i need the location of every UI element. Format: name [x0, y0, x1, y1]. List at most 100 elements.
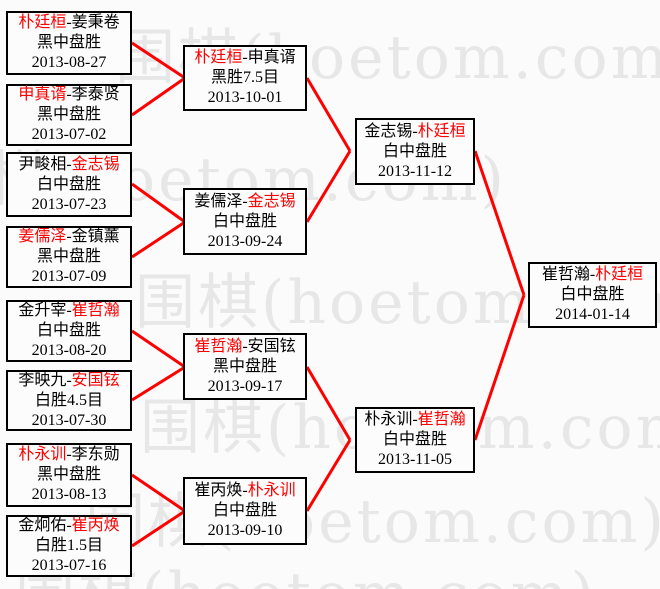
player-2: 崔哲瀚	[71, 302, 120, 319]
match-result: 白中盘胜	[382, 142, 447, 160]
player-2: 朴廷桓	[595, 266, 644, 283]
connector-line	[305, 150, 352, 223]
player-2: 崔哲瀚	[417, 411, 466, 428]
players-separator: -	[412, 122, 418, 140]
player-2: 安国铉	[247, 337, 296, 355]
match-result: 白中盘胜	[36, 175, 101, 193]
match-date: 2013-08-13	[31, 486, 107, 503]
players-separator: -	[66, 86, 72, 103]
players-line: 金志锡-朴廷桓	[357, 122, 473, 142]
players-separator: -	[66, 371, 72, 389]
players-line: 朴永训-崔哲瀚	[357, 410, 473, 430]
player-1: 崔哲瀚	[541, 266, 590, 283]
player-1: 李映九	[18, 371, 67, 389]
player-2: 朴廷桓	[417, 122, 466, 140]
player-2: 申真谞	[247, 49, 296, 66]
player-1: 朴永训	[18, 446, 67, 463]
player-2: 金志锡	[71, 155, 120, 173]
match-date: 2013-07-02	[31, 126, 107, 143]
player-1: 金升宰	[18, 302, 67, 319]
match-box-r2-4: 崔丙焕-朴永训 白中盘胜 2013-09-10	[183, 477, 307, 545]
match-box-r3-1: 金志锡-朴廷桓 白中盘胜 2013-11-12	[355, 118, 475, 185]
players-separator: -	[66, 155, 72, 173]
match-box-r2-3: 崔哲瀚-安国铉 黑中盘胜 2013-09-17	[183, 333, 307, 400]
match-result: 白中盘胜	[212, 212, 277, 230]
connector-line	[131, 220, 186, 259]
match-box-r1-3: 尹畯相-金志锡 白中盘胜 2013-07-23	[6, 152, 132, 217]
players-line: 金升宰-崔哲瀚	[8, 301, 130, 321]
player-2: 李东勋	[71, 446, 120, 463]
match-box-r1-6: 李映九-安国铉 白胜4.5目 2013-07-30	[6, 370, 132, 431]
players-separator: -	[66, 517, 72, 534]
player-2: 崔丙焕	[71, 517, 120, 534]
match-box-r1-2: 申真谞-李泰贤 黑中盘胜 2013-07-02	[6, 84, 132, 146]
match-box-r1-4: 姜儒泽-金镇薰 黑中盘胜 2013-07-09	[6, 226, 132, 288]
match-date: 2013-09-17	[207, 377, 283, 395]
player-2: 金镇薰	[71, 228, 120, 245]
players-separator: -	[242, 482, 248, 499]
connector-line	[473, 294, 526, 441]
players-line: 姜儒泽-金镇薰	[8, 227, 130, 247]
match-box-r2-1: 朴廷桓-申真谞 黑胜7.5目 2013-10-01	[183, 45, 307, 111]
players-separator: -	[242, 337, 248, 355]
match-date: 2013-11-05	[377, 451, 453, 468]
match-box-final: 崔哲瀚-朴廷桓 白中盘胜 2014-01-14	[528, 262, 657, 328]
player-2: 朴永训	[247, 482, 296, 499]
connector-line	[473, 150, 526, 296]
players-line: 金炯佑-崔丙焕	[8, 516, 130, 536]
match-result: 白胜4.5目	[34, 391, 103, 409]
connector-line	[131, 509, 186, 548]
players-line: 朴廷桓-申真谞	[185, 48, 305, 68]
match-box-r1-1: 朴廷桓-姜秉卷 黑中盘胜 2013-08-27	[6, 11, 132, 75]
players-separator: -	[589, 266, 596, 283]
player-1: 申真谞	[18, 86, 67, 103]
players-separator: -	[66, 228, 72, 245]
match-date: 2013-07-23	[31, 195, 107, 213]
player-1: 姜儒泽	[18, 228, 67, 245]
connector-line	[305, 366, 352, 441]
match-date: 2013-08-27	[31, 54, 107, 71]
players-line: 尹畯相-金志锡	[8, 155, 130, 175]
match-result: 黑中盘胜	[36, 466, 101, 483]
match-box-r3-2: 朴永训-崔哲瀚 白中盘胜 2013-11-05	[355, 407, 475, 473]
watermark-text: 围棋(hoetom.com)	[85, 487, 660, 557]
match-result: 黑中盘胜	[36, 34, 101, 51]
players-separator: -	[242, 49, 248, 66]
match-result: 黑中盘胜	[36, 248, 101, 265]
match-box-r2-2: 姜儒泽-金志锡 白中盘胜 2013-09-24	[183, 188, 307, 255]
match-result: 黑胜7.5目	[210, 69, 279, 86]
player-1: 朴廷桓	[18, 14, 67, 31]
connector-line	[131, 365, 186, 402]
connector-line	[131, 76, 186, 117]
player-1: 崔哲瀚	[194, 337, 243, 355]
match-result: 白中盘胜	[382, 431, 447, 448]
match-result: 白中盘胜	[560, 286, 625, 303]
player-1: 金炯佑	[18, 517, 67, 534]
players-line: 崔哲瀚-朴廷桓	[530, 265, 655, 285]
players-line: 朴永训-李东勋	[8, 445, 130, 465]
player-1: 尹畯相	[18, 155, 67, 173]
match-date: 2013-08-20	[31, 342, 107, 359]
connector-line	[131, 182, 186, 224]
match-result: 黑中盘胜	[212, 357, 277, 375]
match-date: 2013-09-10	[207, 522, 283, 539]
players-separator: -	[412, 411, 418, 428]
player-2: 李泰贤	[71, 86, 120, 103]
players-line: 李映九-安国铉	[8, 371, 130, 391]
player-2: 姜秉卷	[71, 14, 120, 31]
connector-line	[131, 41, 186, 80]
match-box-r1-8: 金炯佑-崔丙焕 白胜1.5目 2013-07-16	[6, 515, 132, 577]
match-date: 2013-09-24	[207, 232, 283, 250]
players-separator: -	[66, 302, 72, 319]
player-1: 姜儒泽	[194, 192, 243, 210]
connector-line	[305, 439, 352, 512]
players-separator: -	[66, 14, 72, 31]
player-2: 安国铉	[71, 371, 120, 389]
match-box-r1-5: 金升宰-崔哲瀚 白中盘胜 2013-08-20	[6, 300, 132, 362]
match-box-r1-7: 朴永训-李东勋 黑中盘胜 2013-08-13	[6, 443, 132, 507]
match-date: 2013-10-01	[207, 89, 283, 106]
player-1: 崔丙焕	[194, 482, 243, 499]
match-result: 黑中盘胜	[36, 106, 101, 123]
